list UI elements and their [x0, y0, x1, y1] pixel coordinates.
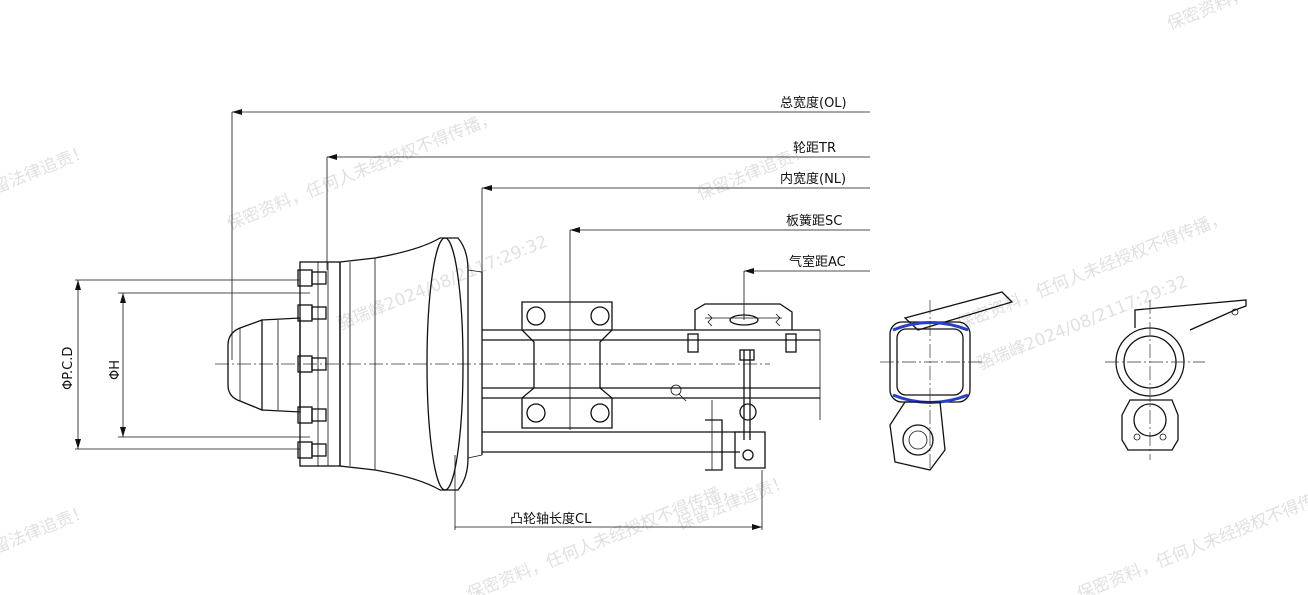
- dim-hub-diameter-label: ΦH: [108, 360, 123, 380]
- dimension-lines: 总宽度(OL) 轮距TR 内宽度(NL) 板簧距SC 气室距AC: [231, 95, 870, 440]
- dim-inner-width-label: 内宽度(NL): [780, 171, 846, 187]
- watermark-text: 保留法律追责！: [0, 502, 92, 565]
- watermark-text: 保密资料，任何人未经授权不得传播，: [224, 108, 499, 235]
- wheel-stud-group: [297, 269, 327, 459]
- dim-spring-seat-label: 板簧距SC: [786, 213, 842, 229]
- watermark-text: 骆瑞峰2024/08/2117:29:32: [974, 272, 1190, 375]
- watermark-text: 保留法律追责！: [0, 142, 92, 205]
- axle-side-view: 凸轮轴长度CL: [215, 237, 821, 530]
- dim-track-label: 轮距TR: [793, 141, 836, 156]
- watermark-text: 骆瑞峰2024/08/2117:29:32: [334, 232, 550, 335]
- square-axle-section: [880, 291, 1014, 471]
- dim-pcd-label: ΦP.C.D: [61, 347, 76, 390]
- diameter-dimensions: ΦP.C.D ΦH: [61, 279, 310, 450]
- watermark-text: 保密资料，任何人未经授权不得传播，: [464, 478, 739, 595]
- dim-camshaft-length-label: 凸轮轴长度CL: [510, 511, 592, 527]
- dim-overall-width-label: 总宽度(OL): [780, 95, 847, 111]
- watermark-text: 保密资料，任何人未经授权不得传播，: [1164, 0, 1308, 35]
- watermark-text: 保密资料，任何人未经授权不得传播，: [1074, 478, 1308, 595]
- dim-air-chamber-label: 气室距AC: [789, 254, 846, 270]
- round-axle-section: [1105, 299, 1247, 460]
